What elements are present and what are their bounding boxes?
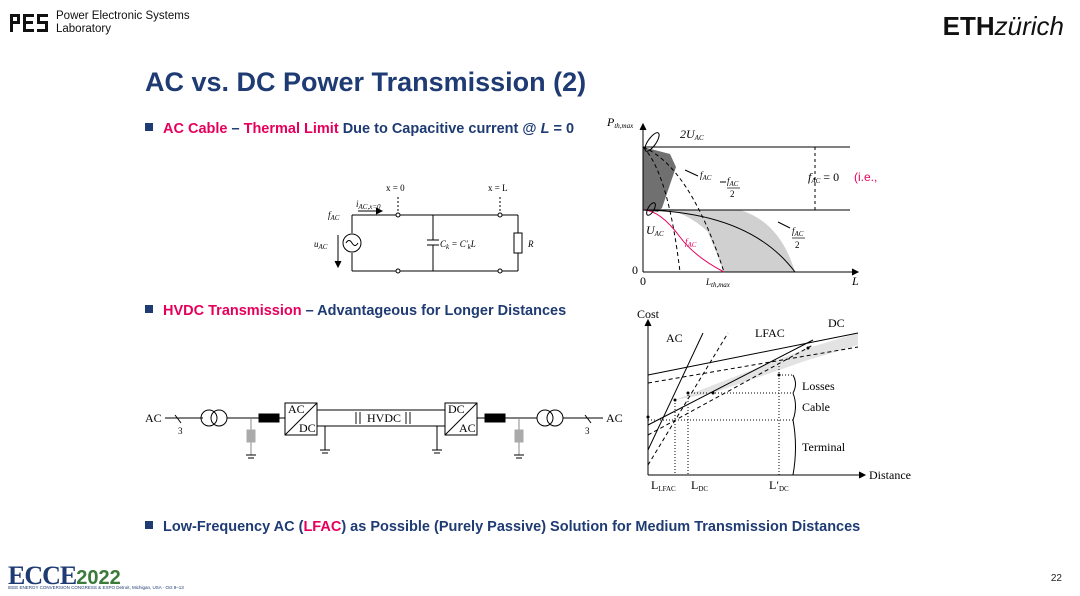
circuit-x0-label: x = 0 xyxy=(386,183,405,193)
cost-lfac-label: LFAC xyxy=(755,326,785,340)
thermal-fac2-lower: fAC xyxy=(792,226,804,238)
hvdc-ac-left: AC xyxy=(145,411,162,425)
thermal-lth-label: Lth,max xyxy=(705,277,731,289)
ecce-logo-year: 2022 xyxy=(76,567,121,589)
thermal-origin-x: 0 xyxy=(640,274,646,288)
thermal-origin-y: 0 xyxy=(632,263,638,277)
conv1-bot-label: DC xyxy=(299,421,316,435)
pes-logo xyxy=(9,12,49,39)
cost-l-dc: LDC xyxy=(691,478,708,493)
bullet-lfac: Low-Frequency AC (LFAC) as Possible (Pur… xyxy=(145,519,860,535)
lab-line1: Power Electronic Systems xyxy=(56,10,190,22)
page-title: AC vs. DC Power Transmission (2) xyxy=(145,67,587,97)
circuit-uac-label: uAC xyxy=(314,239,328,251)
bullet-square-icon xyxy=(145,521,153,529)
conv2-bot-label: AC xyxy=(459,421,476,435)
conv2-top-label: DC xyxy=(448,402,465,416)
bullet-ac-cable: AC Cable – Thermal Limit Due to Capaciti… xyxy=(145,121,574,137)
cost-ac-label: AC xyxy=(666,331,683,345)
hvdc-label: HVDC xyxy=(367,411,401,425)
b1-l: L xyxy=(540,121,550,137)
cost-terminal-label: Terminal xyxy=(802,440,846,454)
bullet-hvdc: HVDC Transmission – Advantageous for Lon… xyxy=(145,303,566,319)
thermal-2uac-label: 2UAC xyxy=(680,127,704,142)
cost-dc-label: DC xyxy=(828,316,845,330)
hvdc-ac-right: AC xyxy=(606,411,623,425)
cost-l-lfac: LLFAC xyxy=(651,478,676,493)
bullet-square-icon xyxy=(145,123,153,131)
circuit-r-label: R xyxy=(527,239,534,249)
cost-distance-chart: Cost Distance AC LFAC DC Losses Cable Te… xyxy=(637,307,911,493)
ecce-subtitle: IEEE ENERGY CONVERSION CONGRESS & EXPO D… xyxy=(8,585,184,590)
lab-line2: Laboratory xyxy=(56,23,111,35)
cost-ylabel: Cost xyxy=(637,307,660,321)
thermal-limit-chart: Pth,max L 0 0 Lth,max 2UAC UAC fAC fAC 2… xyxy=(606,115,880,289)
cost-l-dc-prime: L′DC xyxy=(769,478,789,493)
thermal-fac2-upper-den: 2 xyxy=(730,189,735,199)
b3-p1: Low-Frequency AC ( xyxy=(163,519,304,535)
thermal-fac-label: fAC xyxy=(700,170,712,182)
thermal-ie-dc-label: (i.e., DC) xyxy=(854,170,880,184)
ecce-logo-text: ECCE xyxy=(8,561,77,590)
cost-cable-label: Cable xyxy=(802,400,830,414)
eth-logo-italic: zürich xyxy=(994,11,1064,41)
thermal-uac-label: UAC xyxy=(646,223,664,238)
hvdc-circuit-diagram: AC AC 3 3 AC DC DC AC HVDC xyxy=(145,402,623,459)
thermal-fac-pink-label: fAC xyxy=(685,237,697,249)
b1-dash: – xyxy=(227,121,244,137)
ecce-logo: ECCE2022 xyxy=(8,561,121,591)
b2-hvdc: HVDC Transmission xyxy=(163,303,302,319)
cost-xlabel: Distance xyxy=(869,468,911,482)
thermal-xlabel: L xyxy=(851,274,859,288)
circuit-iac-label: iAC,x=0 xyxy=(356,199,381,211)
b1-ac-cable: AC Cable xyxy=(163,121,228,137)
b2-rest: – Advantageous for Longer Distances xyxy=(301,303,567,319)
page-number: 22 xyxy=(1050,573,1062,584)
b1-eq0: = 0 xyxy=(549,121,575,137)
circuit-ck-label: Ck = C′kL xyxy=(440,239,476,251)
b1-thermal-limit: Thermal Limit xyxy=(243,121,339,137)
b1-due-to: Due to Capacitive current @ xyxy=(338,121,541,137)
thermal-ylabel: Pth,max xyxy=(606,115,634,130)
cable-circuit-diagram: x = 0 x = L fAC iAC,x=0 uAC Ck = C′kL R xyxy=(314,183,534,274)
thermal-fac-zero-label: fAC = 0 xyxy=(808,170,839,185)
thermal-fac2-upper: fAC xyxy=(727,176,739,188)
eth-logo-bold: ETH xyxy=(942,11,995,41)
eth-logo: ETHzürich xyxy=(943,12,1064,40)
lab-name: Power Electronic Systems Laboratory xyxy=(56,10,190,36)
cost-losses-label: Losses xyxy=(802,379,835,393)
conv1-top-label: AC xyxy=(288,402,305,416)
hvdc-three-left: 3 xyxy=(178,426,183,436)
b3-p3: ) as Possible (Purely Passive) Solution … xyxy=(341,519,861,535)
thermal-fac2-lower-den: 2 xyxy=(795,240,800,250)
circuit-fac-label: fAC xyxy=(328,210,340,222)
b3-lfac: LFAC xyxy=(303,519,342,535)
bullet-square-icon xyxy=(145,305,153,313)
hvdc-three-right: 3 xyxy=(585,426,590,436)
circuit-xl-label: x = L xyxy=(488,183,508,193)
